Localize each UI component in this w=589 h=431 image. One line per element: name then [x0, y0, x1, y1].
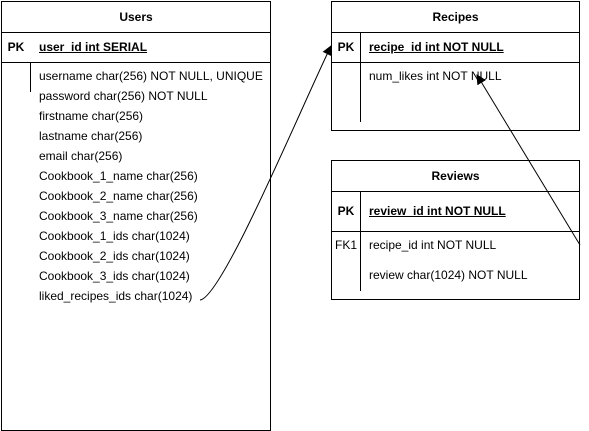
users-field-cookbook-2-name: Cookbook_2_name char(256)	[39, 189, 198, 203]
reviews-pk-column-divider	[360, 191, 361, 231]
recipes-table[interactable]: Recipes PK recipe_id int NOT NULL num_li…	[331, 1, 580, 131]
recipes-pk-field: recipe_id int NOT NULL	[369, 40, 504, 54]
users-field-cookbook-2-ids: Cookbook_2_ids char(1024)	[39, 249, 190, 263]
reviews-table-title: Reviews	[332, 161, 579, 192]
users-field-cookbook-3-ids: Cookbook_3_ids char(1024)	[39, 269, 190, 283]
users-table[interactable]: Users PK user_id int SERIAL username cha…	[1, 1, 271, 431]
users-field-username: username char(256) NOT NULL, UNIQUE	[39, 69, 263, 83]
reviews-pk-field: review_id int NOT NULL	[369, 204, 506, 218]
users-liked-recipes-to-recipes-arrow[interactable]	[199, 45, 332, 301]
users-pk-row: PK user_id int SERIAL	[2, 32, 270, 63]
users-field-password: password char(256) NOT NULL	[39, 89, 208, 103]
users-field-cookbook-1-ids: Cookbook_1_ids char(1024)	[39, 229, 190, 243]
users-field-cookbook-1-name: Cookbook_1_name char(256)	[39, 169, 198, 183]
reviews-field-review: review char(1024) NOT NULL	[369, 268, 528, 282]
recipes-table-title: Recipes	[332, 2, 579, 33]
users-table-title: Users	[2, 2, 270, 33]
reviews-pk-key: PK	[337, 204, 355, 218]
users-field-lastname: lastname char(256)	[39, 129, 143, 143]
users-field-email: email char(256)	[39, 149, 123, 163]
reviews-key-column-divider	[360, 231, 361, 291]
recipes-pk-key: PK	[337, 40, 355, 54]
users-key-column-divider	[30, 62, 31, 92]
reviews-pk-row: PK review_id int NOT NULL	[332, 191, 579, 232]
users-field-liked-recipes-ids: liked_recipes_ids char(1024)	[39, 289, 193, 303]
users-field-cookbook-3-name: Cookbook_3_name char(256)	[39, 209, 198, 223]
recipes-field-num-likes: num_likes int NOT NULL	[369, 69, 502, 83]
users-pk-field: user_id int SERIAL	[39, 40, 148, 54]
users-field-firstname: firstname char(256)	[39, 109, 144, 123]
reviews-recipe-id-to-recipes-arrow[interactable]	[476, 74, 581, 246]
reviews-fk-key: FK1	[334, 238, 357, 252]
reviews-field-recipe-id: recipe_id int NOT NULL	[369, 238, 497, 252]
reviews-table[interactable]: Reviews PK review_id int NOT NULL FK1 re…	[331, 160, 580, 300]
recipes-key-column-divider	[360, 62, 361, 122]
users-pk-key: PK	[7, 40, 25, 54]
recipes-pk-column-divider	[360, 32, 361, 62]
recipes-pk-row: PK recipe_id int NOT NULL	[332, 32, 579, 63]
